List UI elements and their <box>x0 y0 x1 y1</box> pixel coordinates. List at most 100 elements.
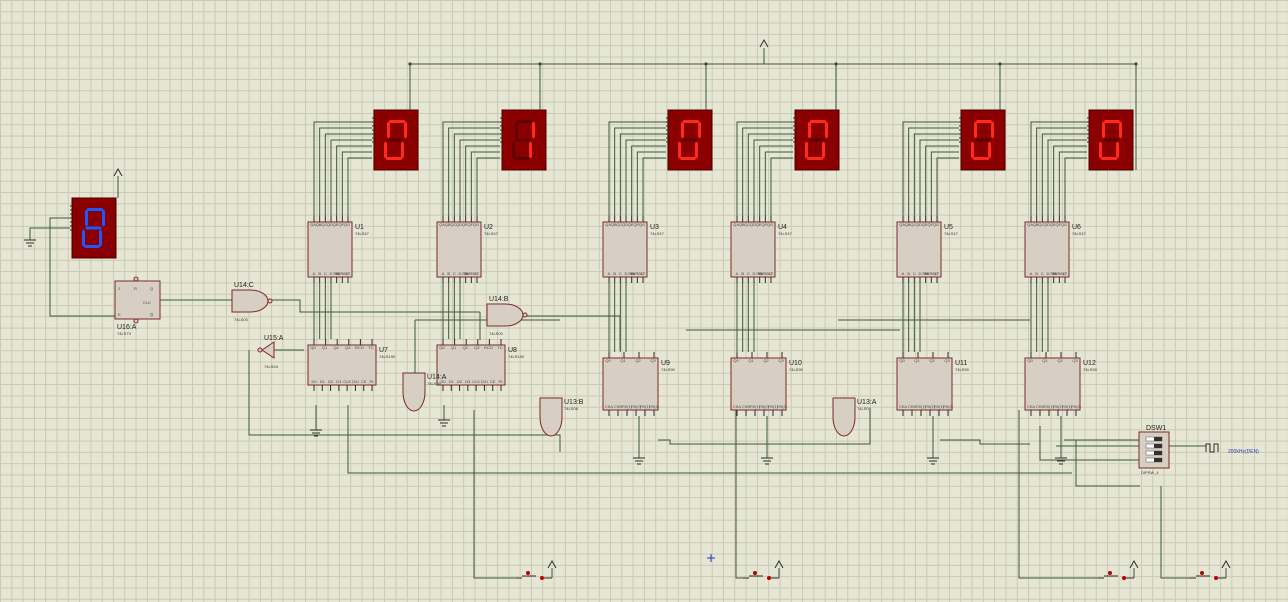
switch-knob <box>1154 451 1162 455</box>
wire <box>925 145 959 216</box>
wire <box>1018 410 1098 579</box>
pin-label: Q3 <box>650 358 656 363</box>
seven-segment-display[interactable]: 1 <box>500 109 547 171</box>
parts-layer: 0 1 0 0 0 0 8 QAQBQCQDQEQFQGABCDRBIBI/RBOLTU174… <box>70 109 1259 580</box>
wire <box>625 139 666 216</box>
button-cap[interactable] <box>1200 571 1204 575</box>
wire <box>459 139 500 216</box>
pin-label: QD <box>622 222 628 227</box>
segment-g <box>808 138 825 142</box>
wire <box>1047 139 1087 216</box>
segment-d <box>806 157 824 160</box>
inverter-body <box>261 341 275 359</box>
pin-label: BI/RBO <box>759 271 773 276</box>
part-number: 74LS190 <box>379 354 396 359</box>
wire <box>631 145 666 216</box>
ground-icon <box>633 457 645 465</box>
wire <box>1053 145 1087 216</box>
segment-e <box>805 141 808 159</box>
pin-label: Q2 <box>929 358 935 363</box>
power-terminal-icon <box>113 167 123 177</box>
push-button-3[interactable] <box>1098 559 1139 580</box>
push-button-4[interactable] <box>1190 559 1231 580</box>
wire <box>1064 157 1087 216</box>
ground-icon <box>1055 457 1067 465</box>
pin-label: R9(1) <box>640 404 651 409</box>
pin-label: R0(2) <box>631 404 642 409</box>
pin-label: QA <box>310 222 316 227</box>
decoder-u6-body <box>1024 221 1070 278</box>
wire <box>930 151 959 216</box>
seven-segment-display[interactable]: 8 <box>70 197 117 259</box>
ground-icon <box>761 457 773 465</box>
part-number: 74LS47 <box>355 231 370 236</box>
wire <box>453 133 500 216</box>
pin-label: BI/RBO <box>925 271 939 276</box>
wire <box>1036 127 1087 216</box>
pin-label: C <box>453 271 456 276</box>
gate-body <box>231 289 269 313</box>
pin-label: LT <box>1063 271 1068 276</box>
push-button-2[interactable] <box>743 559 784 580</box>
seven-segment-display[interactable]: 0 <box>1087 109 1134 171</box>
segment-g <box>387 138 404 142</box>
push-button-1[interactable] <box>516 559 557 580</box>
clock-source[interactable]: 200kHz(DEN) <box>1169 443 1259 455</box>
power-terminal-icon <box>1129 559 1139 569</box>
clock-label: 200kHz(DEN) <box>1228 449 1259 455</box>
pin-label: D/U <box>481 379 488 384</box>
pin-label: CKB <box>614 404 623 409</box>
pin-label: D1 <box>449 379 455 384</box>
pin-label: QE <box>1050 222 1056 227</box>
pin-label: R9(1) <box>1062 404 1073 409</box>
segment-a <box>682 120 700 123</box>
part-number: 74LS47 <box>778 231 793 236</box>
pin-label: B <box>613 271 616 276</box>
segment-b <box>532 121 535 139</box>
seven-segment-display[interactable]: 0 <box>372 109 419 171</box>
part-ref: U16:A <box>117 324 137 331</box>
switch-knob <box>1154 458 1162 462</box>
pin-label: QG <box>344 222 350 227</box>
pin-label: QC <box>1038 222 1044 227</box>
button-cap[interactable] <box>753 571 757 575</box>
pin-label: QG <box>933 222 939 227</box>
gate-part: 74LS00 <box>489 331 504 336</box>
pin-label: QB <box>905 222 911 227</box>
part-ref: U12 <box>1083 360 1096 367</box>
segment-d <box>83 245 101 248</box>
button-cap[interactable] <box>526 571 530 575</box>
seven-segment-display[interactable]: 0 <box>793 109 840 171</box>
seven-segment-display[interactable]: 0 <box>666 109 713 171</box>
part-number: 74LS47 <box>944 231 959 236</box>
pin-label: QF <box>468 222 474 227</box>
pin-label: Q0 <box>1027 358 1033 363</box>
seven-segment-display[interactable]: 0 <box>959 109 1006 171</box>
segment-c <box>99 229 102 247</box>
button-cap[interactable] <box>1108 571 1112 575</box>
segment-f <box>387 121 390 139</box>
pin-label: Q3 <box>778 358 784 363</box>
pin-label: Q3 <box>1072 358 1078 363</box>
